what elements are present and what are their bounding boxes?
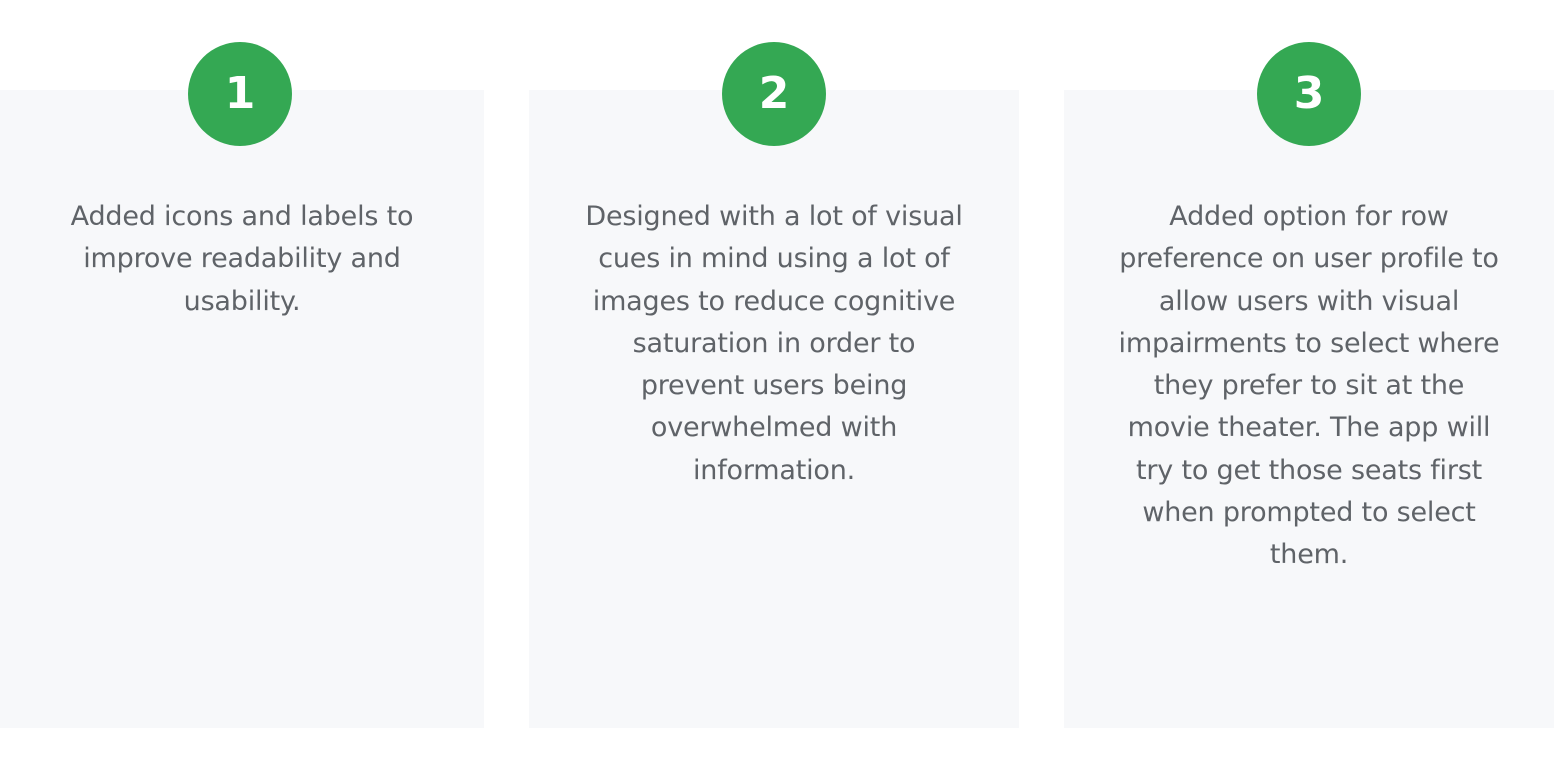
step-card-1 <box>0 90 484 728</box>
step-description-1: Added icons and labels to improve readab… <box>70 201 414 317</box>
step-description-2: Designed with a lot of visual cues in mi… <box>585 201 963 486</box>
step-number-badge-1: 1 <box>188 42 292 146</box>
step-number-badge-2: 2 <box>722 42 826 146</box>
step-card-2 <box>529 90 1019 728</box>
step-card-3 <box>1064 90 1554 728</box>
step-description-3: Added option for row preference on user … <box>1118 201 1500 571</box>
step-number-badge-3: 3 <box>1257 42 1361 146</box>
